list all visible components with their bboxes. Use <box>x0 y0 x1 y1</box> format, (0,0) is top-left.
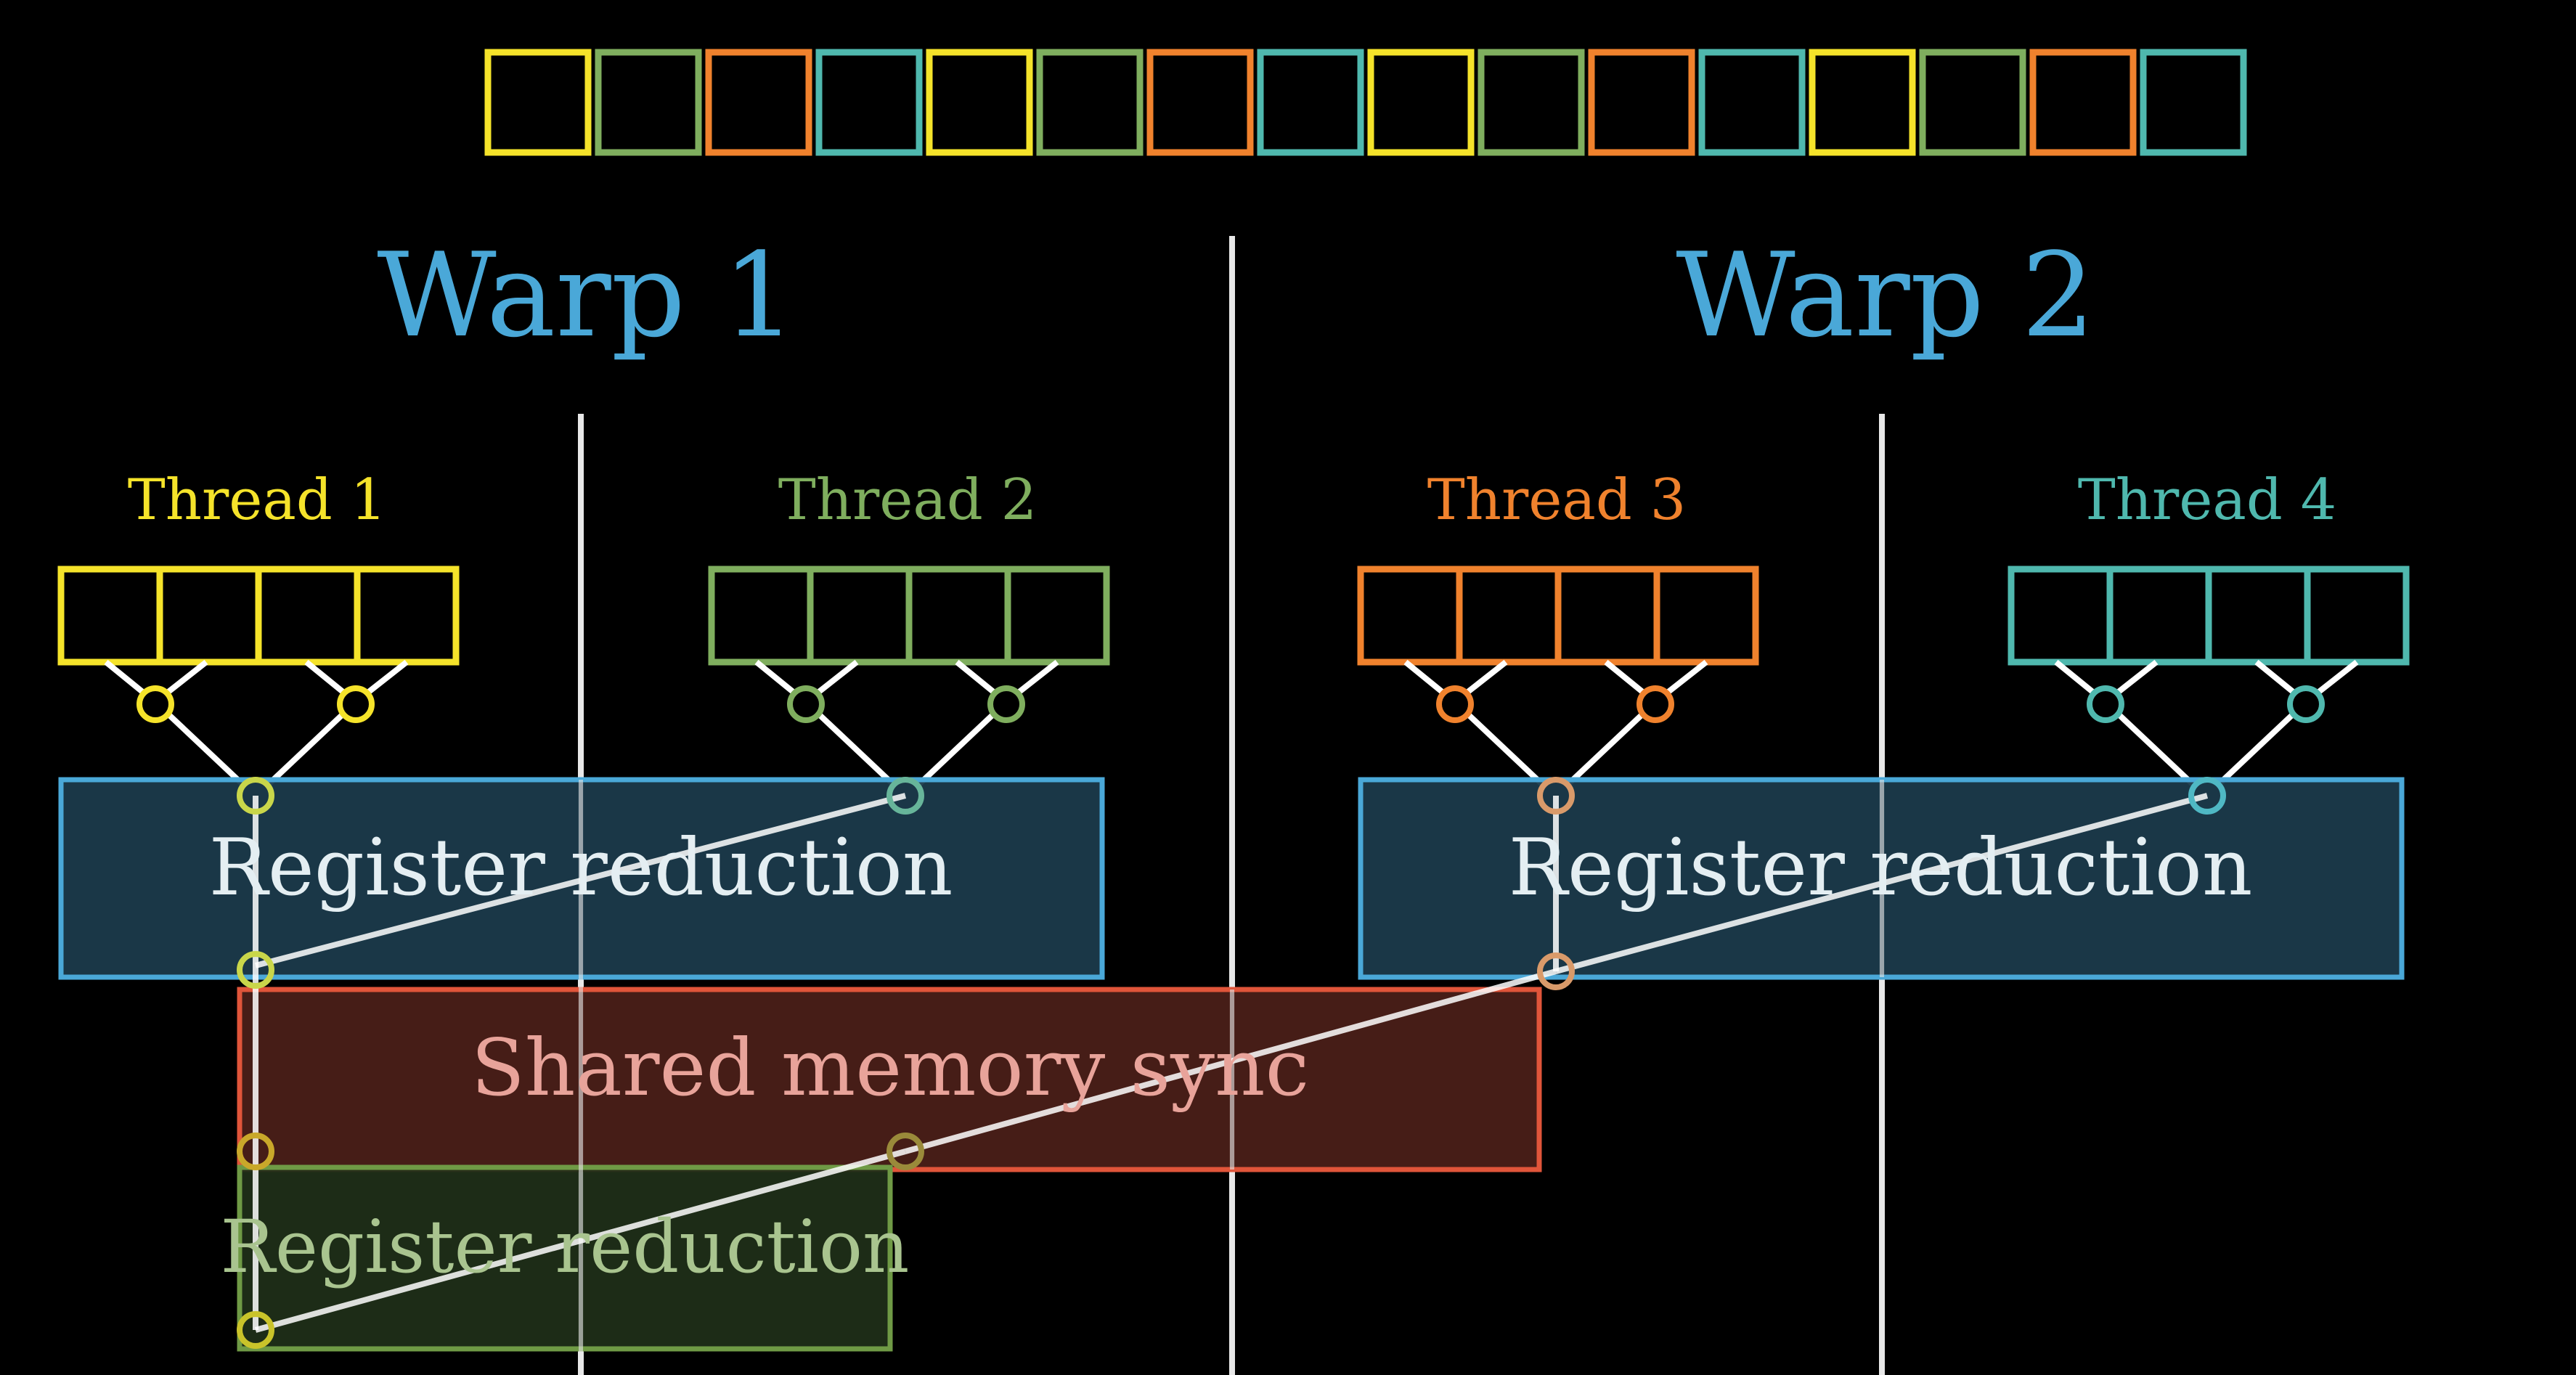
data-cell <box>2029 49 2137 156</box>
data-cell <box>705 49 812 156</box>
tree-connector <box>2254 659 2298 697</box>
tree-connector <box>304 659 348 697</box>
thread-1-elements <box>57 566 460 788</box>
thread-1-label: Thread 1 <box>128 468 387 533</box>
final-register-reduction-box <box>237 1164 893 1352</box>
tree-connector <box>754 659 798 697</box>
tree-connector <box>817 712 897 788</box>
tree-connector <box>1466 712 1546 788</box>
register-reduction-label-warp-2: Register reduction <box>1509 823 2253 913</box>
intermediate-sum-node <box>1436 685 1474 723</box>
data-cell <box>1036 49 1144 156</box>
connector-shared-diagonal <box>904 968 1557 1154</box>
tree-connector <box>265 712 345 788</box>
intermediate-sum-node <box>2087 685 2124 723</box>
reduction-nodes <box>237 777 2226 1349</box>
data-cell <box>1367 49 1475 156</box>
tree-connector <box>163 659 208 697</box>
tree-connector <box>1565 712 1644 788</box>
intermediate-sum-node <box>337 685 375 723</box>
thread-2-label: Thread 2 <box>778 468 1038 533</box>
thread-4-elements <box>2008 566 2410 788</box>
node-final-result <box>237 1311 274 1349</box>
thread-groups <box>57 566 2410 788</box>
tree-connector <box>2215 712 2295 788</box>
tree-connector <box>2054 659 2098 697</box>
node-thread-3-partial <box>1537 777 1575 815</box>
tree-connector <box>104 659 147 697</box>
intermediate-sum-node <box>136 685 174 723</box>
tree-connector <box>166 712 246 788</box>
intermediate-sum-node <box>2287 685 2325 723</box>
node-shared-slot-1 <box>237 1133 274 1170</box>
node-thread-4-partial <box>2188 777 2226 815</box>
intermediate-sum-node <box>787 685 825 723</box>
intermediate-sum-node <box>1637 685 1674 723</box>
final-register-reduction-label: Register reduction <box>221 1204 910 1289</box>
connector-w2-diagonal <box>1554 793 2209 974</box>
shared-memory-sync-label: Shared memory sync <box>471 1023 1309 1114</box>
node-shared-slot-2 <box>886 1133 924 1170</box>
data-cell <box>484 49 592 156</box>
node-thread-1-partial <box>237 777 274 815</box>
tree-connector <box>1014 659 1059 697</box>
tree-connector <box>814 659 859 697</box>
data-cell <box>1477 49 1585 156</box>
data-cell <box>1919 49 2026 156</box>
tree-connector <box>1403 659 1447 697</box>
tree-connector <box>1663 659 1708 697</box>
tree-connector <box>955 659 998 697</box>
register-reduction-label-warp-1: Register reduction <box>209 823 953 913</box>
data-cell <box>1588 49 1695 156</box>
tree-connector <box>2116 712 2196 788</box>
warp-2-label: Warp 2 <box>1676 227 2095 363</box>
node-warp-2-result <box>1537 952 1575 990</box>
data-cell <box>2140 49 2247 156</box>
tree-connector <box>916 712 995 788</box>
thread-3-elements <box>1357 566 1759 788</box>
thread-2-elements <box>708 566 1110 788</box>
tree-connector <box>364 659 409 697</box>
node-warp-1-result <box>237 951 274 989</box>
reduction-connectors <box>253 793 2209 1333</box>
tree-connector <box>1463 659 1508 697</box>
thread-4-label: Thread 4 <box>2078 468 2337 533</box>
input-array <box>484 49 2247 156</box>
data-cell <box>1257 49 1364 156</box>
data-cell <box>595 49 702 156</box>
intermediate-sum-node <box>987 685 1025 723</box>
node-thread-2-partial <box>886 777 924 815</box>
data-cell <box>815 49 923 156</box>
data-cell <box>1146 49 1254 156</box>
connector-w1-diagonal <box>254 793 907 968</box>
tree-connector <box>1604 659 1647 697</box>
warp-1-label: Warp 1 <box>377 227 796 363</box>
tree-connector <box>2314 659 2359 697</box>
tree-connector <box>2114 659 2159 697</box>
thread-3-label: Thread 3 <box>1427 468 1687 533</box>
connector-final-diagonal <box>254 1148 907 1333</box>
data-cell <box>1698 49 1806 156</box>
data-cell <box>1809 49 1916 156</box>
data-cell <box>926 49 1033 156</box>
